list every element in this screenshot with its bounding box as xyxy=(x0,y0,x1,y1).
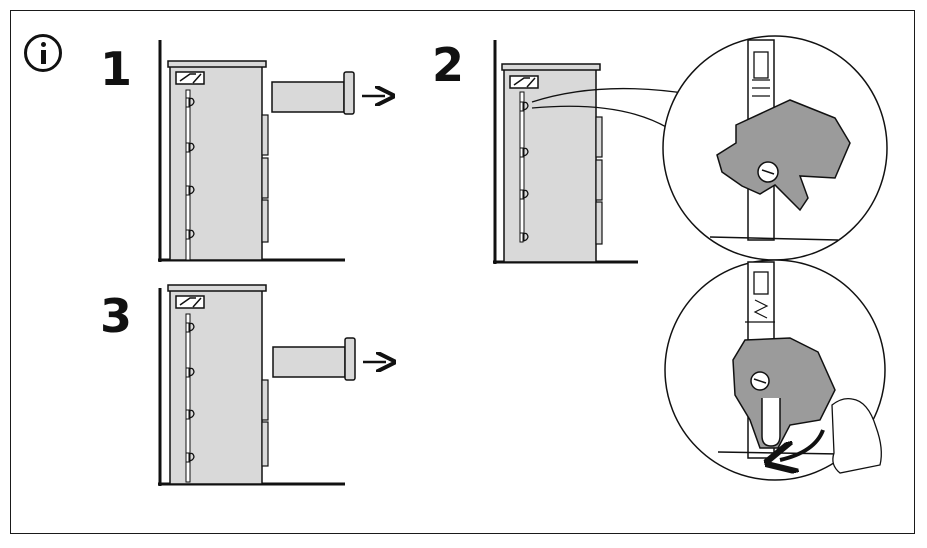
illustration-frame xyxy=(10,10,915,534)
step1-cabinet xyxy=(158,40,345,262)
step-number-3: 3 xyxy=(100,289,133,343)
info-icon xyxy=(24,34,62,72)
step3-cabinet xyxy=(158,284,345,486)
step1-drawer xyxy=(271,71,385,115)
step-number-1: 1 xyxy=(100,42,133,96)
detail-circle-lock-release xyxy=(664,259,886,481)
step-number-2: 2 xyxy=(432,38,465,92)
step3-drawer xyxy=(272,337,386,381)
detail-circle-lock-closed xyxy=(662,35,888,261)
step2-cabinet xyxy=(493,40,638,264)
